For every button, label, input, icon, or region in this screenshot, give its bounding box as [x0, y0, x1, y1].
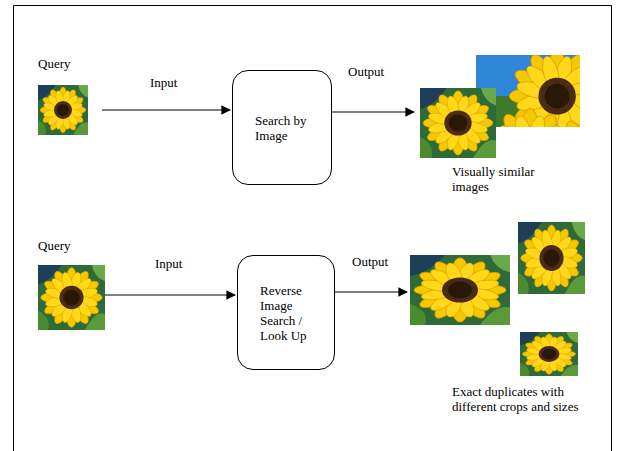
- query-image: [38, 85, 88, 135]
- text-label: Output: [348, 64, 408, 79]
- input-arrow: [105, 294, 235, 295]
- text-label: Input: [155, 256, 215, 271]
- box-text: Search by Image: [255, 113, 313, 143]
- duplicate-image: [518, 222, 585, 294]
- text-label: Query: [38, 56, 98, 71]
- input-arrow: [102, 109, 230, 110]
- text-label: Query: [38, 238, 98, 253]
- output-arrow: [335, 291, 407, 292]
- output-arrow: [332, 111, 414, 112]
- duplicate-image: [520, 332, 578, 376]
- text-label: Exact duplicates with different crops an…: [452, 384, 582, 414]
- similar-image: [476, 49, 625, 210]
- text-label: Input: [150, 75, 210, 90]
- box-text: Reverse Image Search / Look Up: [260, 283, 316, 343]
- process-box: Reverse Image Search / Look Up: [237, 255, 335, 370]
- similar-image: [420, 88, 496, 158]
- query-image: [38, 265, 105, 330]
- text-label: Visually similar images: [452, 164, 572, 194]
- duplicate-image: [410, 255, 510, 325]
- process-box: Search by Image: [232, 70, 332, 185]
- text-label: Output: [352, 254, 412, 269]
